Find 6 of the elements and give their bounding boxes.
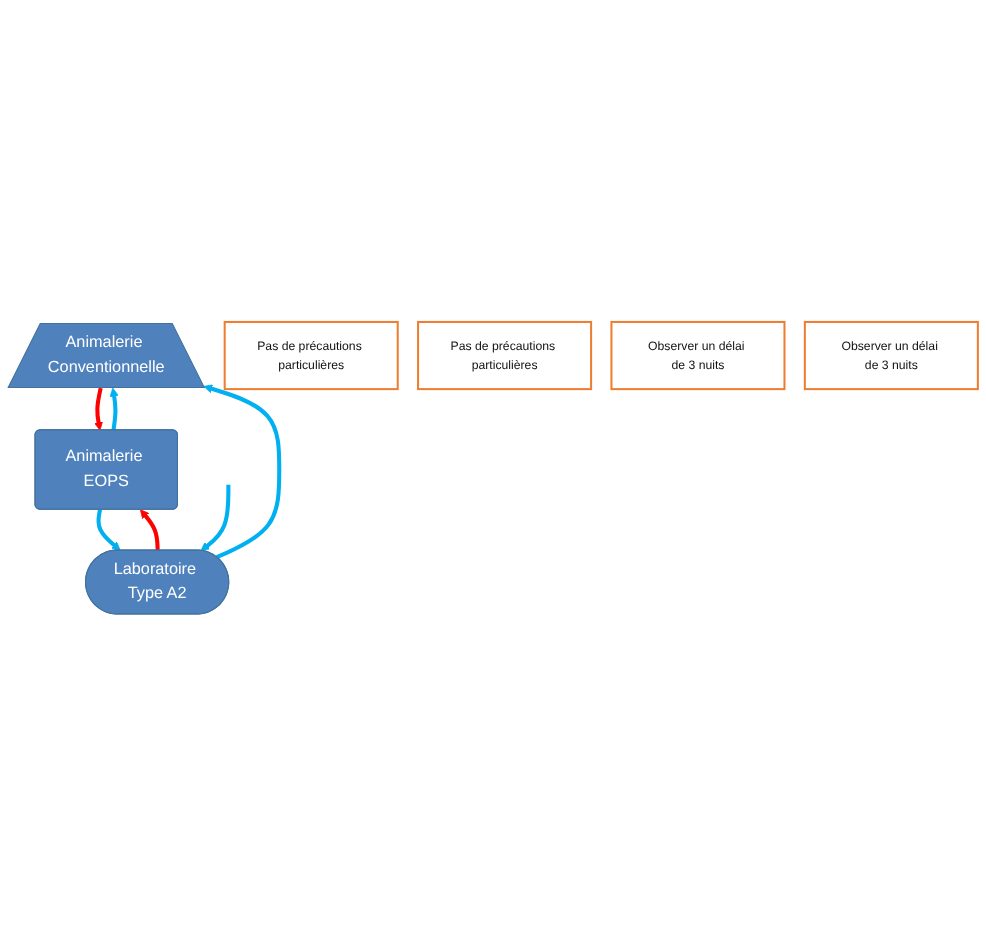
arrow (203, 384, 282, 559)
arrow (94, 387, 103, 431)
arrow (200, 484, 231, 552)
arrow (96, 509, 121, 551)
arrow (139, 509, 160, 551)
arrow (109, 387, 119, 431)
